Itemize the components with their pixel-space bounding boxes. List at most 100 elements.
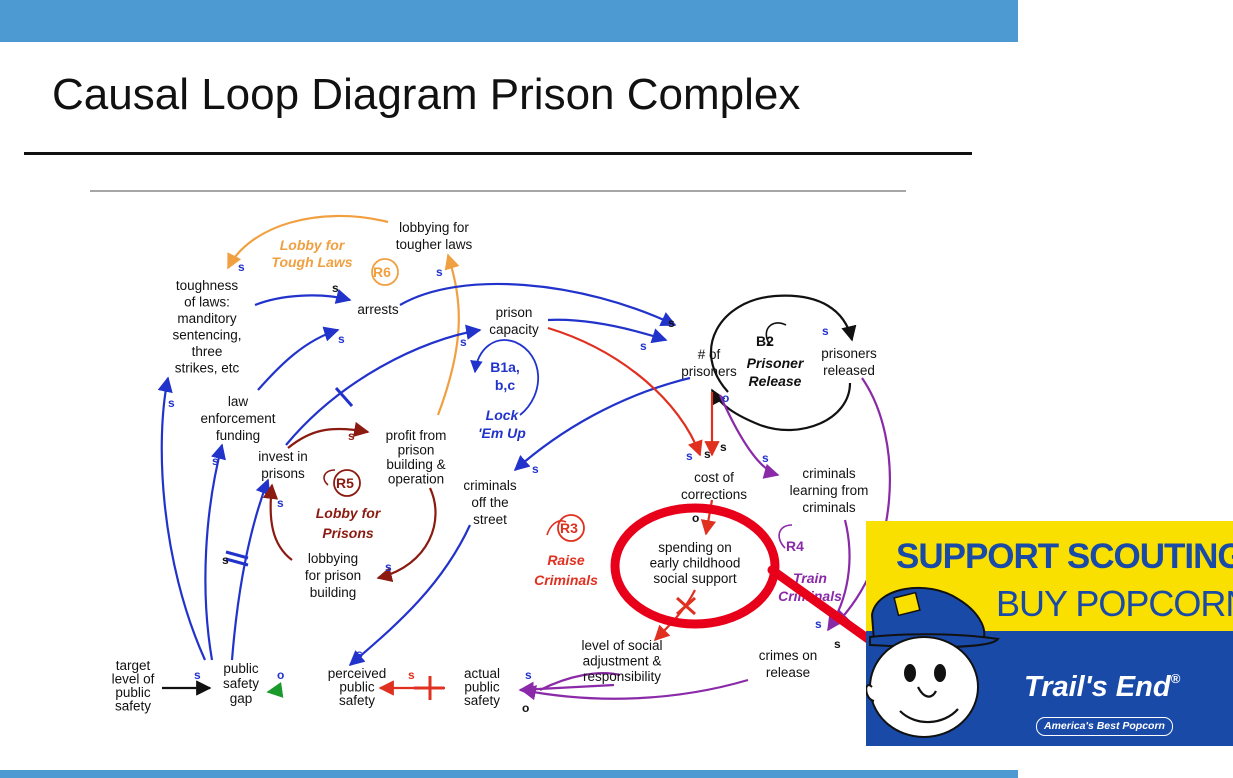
label-line: public (464, 680, 500, 695)
label-line: released (823, 363, 875, 378)
label-line: of laws: (184, 295, 230, 310)
label-line: Prisons (322, 525, 374, 541)
pol-s: s (822, 324, 829, 338)
link-invest-to-capacity (285, 324, 482, 446)
link-gap-to-lawenf (204, 443, 226, 661)
label-line: profit from (386, 428, 447, 443)
loop-r4-id: R4 (786, 538, 804, 554)
label-line: cost of (694, 470, 734, 485)
label-line: Tough Laws (271, 254, 352, 270)
label-line: Release (749, 373, 802, 389)
link-toughness-to-arrests (254, 288, 352, 307)
label-line: lobbying (308, 551, 358, 566)
link-prisoners-to-released (709, 294, 857, 393)
label-line: corrections (681, 487, 747, 502)
label-line: capacity (489, 322, 539, 337)
link-prisoners-to-off-street (513, 376, 691, 472)
link-lobbying-prison-to-invest (262, 483, 293, 561)
label-line: 'Em Up (478, 425, 526, 441)
label-line: actual (464, 666, 500, 681)
link-lobbying-to-toughness (227, 214, 389, 270)
label-line: Criminals (534, 572, 598, 588)
label-line: prisoners (821, 346, 877, 361)
loop-r3-id: R3 (560, 520, 578, 536)
label-line: Lobby for (280, 237, 346, 253)
popcorn-ad: SUPPORT SCOUTING BUY POPCORN! Trail's En… (866, 521, 1233, 746)
link-level-to-actual (539, 672, 621, 691)
pol-s: s (436, 265, 443, 279)
slide-title: Causal Loop Diagram Prison Complex (52, 70, 801, 119)
delay-mark-gap-invest-2 (225, 557, 249, 567)
scout-mascot-icon (866, 586, 1000, 738)
delay-mark-invest-capacity (334, 387, 354, 407)
label-line: safety (339, 693, 375, 708)
label-line: social support (653, 571, 737, 586)
label-line: Train (793, 570, 827, 586)
ad-subheadline: BUY POPCORN! (996, 583, 1233, 624)
header-bar (0, 0, 1018, 42)
label-line: manditory (177, 311, 237, 326)
loop-arc-r3 (546, 520, 567, 536)
label-line: B1a, (490, 359, 520, 375)
label-line: early childhood (650, 556, 741, 571)
pol-s: s (720, 440, 727, 454)
label-line: prisoners (681, 364, 737, 379)
link-profit-to-lobbying-laws (436, 253, 460, 416)
label-line: prison (496, 305, 533, 320)
label-line: b,c (495, 377, 515, 393)
label-line: invest in (258, 449, 308, 464)
pol-s: s (532, 462, 539, 476)
label-line: public (339, 680, 375, 695)
loop-arc-r4 (778, 524, 793, 549)
footer-bar (0, 770, 1018, 778)
label-line: building & (386, 457, 445, 472)
pol-s: s (212, 454, 219, 468)
link-level-to-actual-head (518, 681, 615, 697)
link-prisoners-to-learning (718, 394, 780, 479)
link-lawenf-to-arrests (257, 326, 340, 391)
ad-headline: SUPPORT SCOUTING (896, 537, 1233, 576)
label-line: for prison (305, 568, 361, 583)
delay-mark-spending-level-2 (676, 596, 696, 616)
pol-o: o (277, 668, 284, 682)
label-line: adjustment & (583, 654, 662, 669)
label-line: safety (223, 676, 259, 691)
pol-s: s (686, 449, 693, 463)
loop-b1-id: B1a, b,c (490, 359, 520, 393)
polarity-markers: s s s s s s s s s s s s s s s s s s s s … (168, 260, 841, 715)
label-line: release (766, 665, 810, 680)
pol-s: s (356, 647, 363, 661)
ad-tagline: America's Best Popcorn (1036, 717, 1173, 736)
label-line: strikes, etc (175, 361, 240, 376)
label-line: funding (216, 428, 260, 443)
loop-b2-id: B2 (756, 333, 774, 349)
pol-s: s (277, 496, 284, 510)
link-gap-to-invest (230, 478, 271, 661)
loop-r5-id: R5 (336, 475, 354, 491)
label-line: learning from (790, 483, 869, 498)
label-line: enforcement (200, 411, 275, 426)
link-profit-to-lobbying-prison (376, 487, 437, 583)
ad-registered-mark: ® (1170, 671, 1181, 686)
link-invest-to-profit (287, 421, 370, 449)
pol-o: o (522, 701, 529, 715)
link-capacity-to-prisoners (547, 318, 668, 344)
label-line: gap (230, 691, 253, 706)
label-line: off the (471, 495, 508, 510)
loop-b1-name: Lock'Em Up (478, 407, 526, 441)
label-line: street (473, 512, 507, 527)
label-line: tougher laws (396, 237, 473, 252)
label-line: spending on (658, 540, 732, 555)
